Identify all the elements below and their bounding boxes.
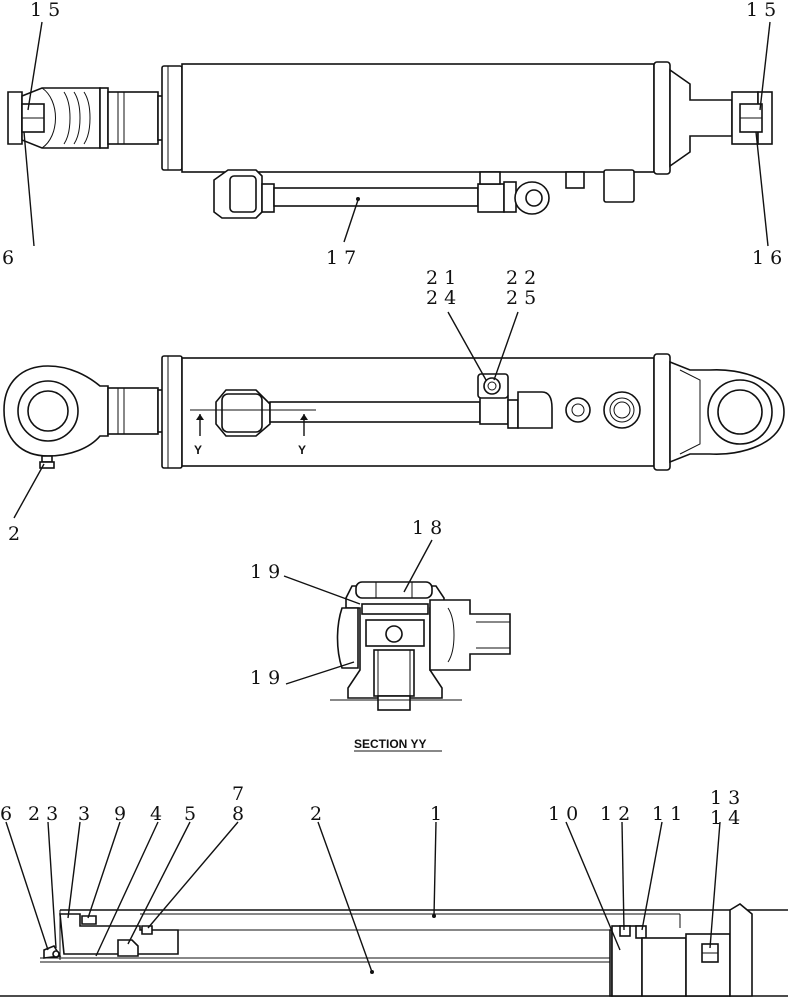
callout-16-left: 6 xyxy=(2,247,20,269)
callout-15-left: 15 xyxy=(30,0,66,21)
callout-2-side: 2 xyxy=(8,523,26,545)
callout-8: 8 xyxy=(232,803,250,825)
callout-11: 11 xyxy=(652,803,688,825)
callout-24: 24 xyxy=(426,287,462,309)
callout-22: 22 xyxy=(506,267,542,289)
callout-3: 3 xyxy=(78,803,96,825)
callout-12: 12 xyxy=(600,803,636,825)
callout-5: 5 xyxy=(184,803,202,825)
callout-1: 1 xyxy=(430,803,448,825)
callout-19-top: 19 xyxy=(250,561,286,583)
callout-2-cutaway: 2 xyxy=(310,803,328,825)
callout-19-bottom: 19 xyxy=(250,667,286,689)
side-view: Y Y 21 24 22 25 2 xyxy=(3,267,785,545)
section-marker-left: Y xyxy=(194,443,202,457)
section-title: SECTION YY xyxy=(354,737,426,751)
callout-21: 21 xyxy=(426,267,462,289)
cutaway-view: 6 23 3 9 4 5 7 8 2 1 10 12 11 13 14 xyxy=(0,783,788,997)
callout-13: 13 xyxy=(710,787,746,809)
callout-6: 6 xyxy=(0,803,18,825)
callout-23: 23 xyxy=(28,803,64,825)
callout-4: 4 xyxy=(150,803,168,825)
callout-17: 17 xyxy=(326,247,362,269)
callout-16-right: 16 xyxy=(752,247,788,269)
section-marker-right: Y xyxy=(298,443,306,457)
callout-7: 7 xyxy=(232,783,250,805)
callout-18: 18 xyxy=(412,517,448,539)
callout-14: 14 xyxy=(710,807,746,829)
callout-9: 9 xyxy=(114,803,132,825)
callout-25: 25 xyxy=(506,287,542,309)
callout-10: 10 xyxy=(548,803,584,825)
callout-15-right: 15 xyxy=(746,0,782,21)
top-view: 15 15 6 16 17 xyxy=(2,0,788,269)
section-yy-view: 18 19 19 SECTION YY xyxy=(250,517,511,752)
